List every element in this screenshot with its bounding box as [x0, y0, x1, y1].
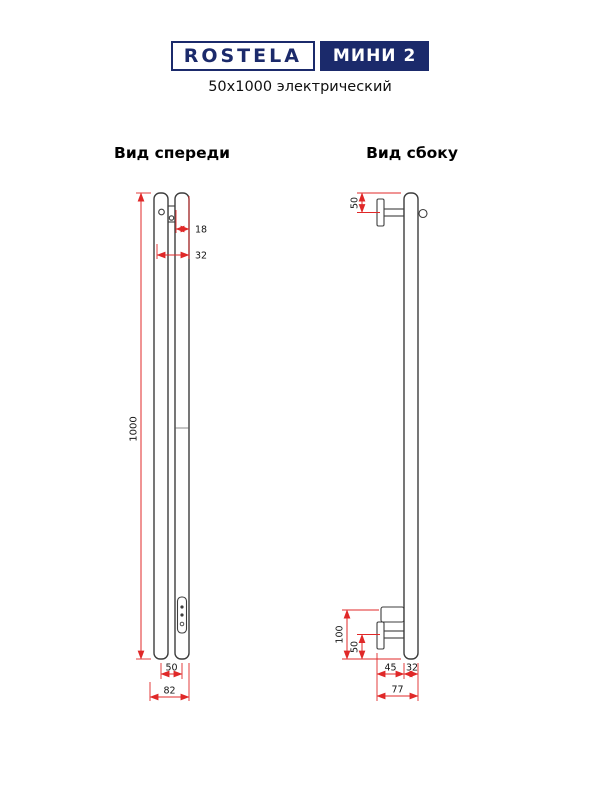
side-tube [403, 192, 419, 660]
side-view [376, 192, 428, 660]
dim-front-18: 18 [175, 196, 207, 259]
dim-side-77: 77 [376, 685, 419, 700]
dim-side-bottom50-value: 50 [350, 641, 361, 653]
dim-side-77-value: 77 [391, 685, 403, 696]
right-tube [174, 192, 190, 660]
dim-front-height: 1000 [129, 192, 151, 660]
model-name: МИНИ 2 [332, 46, 417, 66]
dim-front-50-value: 50 [165, 663, 177, 674]
dim-side-100-value: 100 [335, 625, 346, 643]
dim-front-height-value: 1000 [129, 416, 140, 441]
dim-side-top50: 50 [350, 192, 401, 214]
left-tube [153, 192, 169, 660]
dim-front-82-value: 82 [163, 686, 175, 697]
top-bracket-arm [382, 208, 405, 217]
side-dimensions: 50 100 50 45 [335, 192, 419, 701]
dim-side-bottom50: 50 [350, 633, 380, 660]
dim-side-32: 32 [403, 663, 419, 701]
bottom-wall-plate [376, 621, 385, 650]
heater-block [380, 606, 405, 623]
dim-front-32-value: 32 [195, 251, 207, 262]
dim-front-50: 50 [160, 663, 183, 679]
front-dimensions: 1000 18 32 50 [129, 192, 207, 701]
side-view-title: Вид сбоку [366, 144, 458, 162]
mounting-hole-1 [158, 208, 165, 216]
header: ROSTELA МИНИ 2 [0, 41, 600, 71]
front-view-title: Вид спереди [114, 144, 230, 162]
dim-side-45-value: 45 [384, 663, 396, 674]
dim-side-100: 100 [335, 609, 401, 660]
dim-front-18-value: 18 [195, 225, 207, 236]
dim-side-32-value: 32 [406, 663, 418, 674]
temperature-knob [418, 208, 428, 219]
model-badge: МИНИ 2 [319, 41, 430, 71]
dim-front-32: 32 [156, 244, 207, 262]
mounting-hole-2 [168, 215, 175, 221]
brand-name: ROSTELA [183, 45, 302, 67]
dim-front-82: 82 [149, 663, 190, 701]
product-subtitle: 50x1000 электрический [208, 79, 392, 95]
front-view [153, 192, 190, 660]
control-panel [176, 596, 188, 634]
dim-side-top50-value: 50 [350, 197, 361, 209]
bottom-bracket-arm [382, 630, 405, 639]
brand-logo: ROSTELA [170, 41, 315, 71]
